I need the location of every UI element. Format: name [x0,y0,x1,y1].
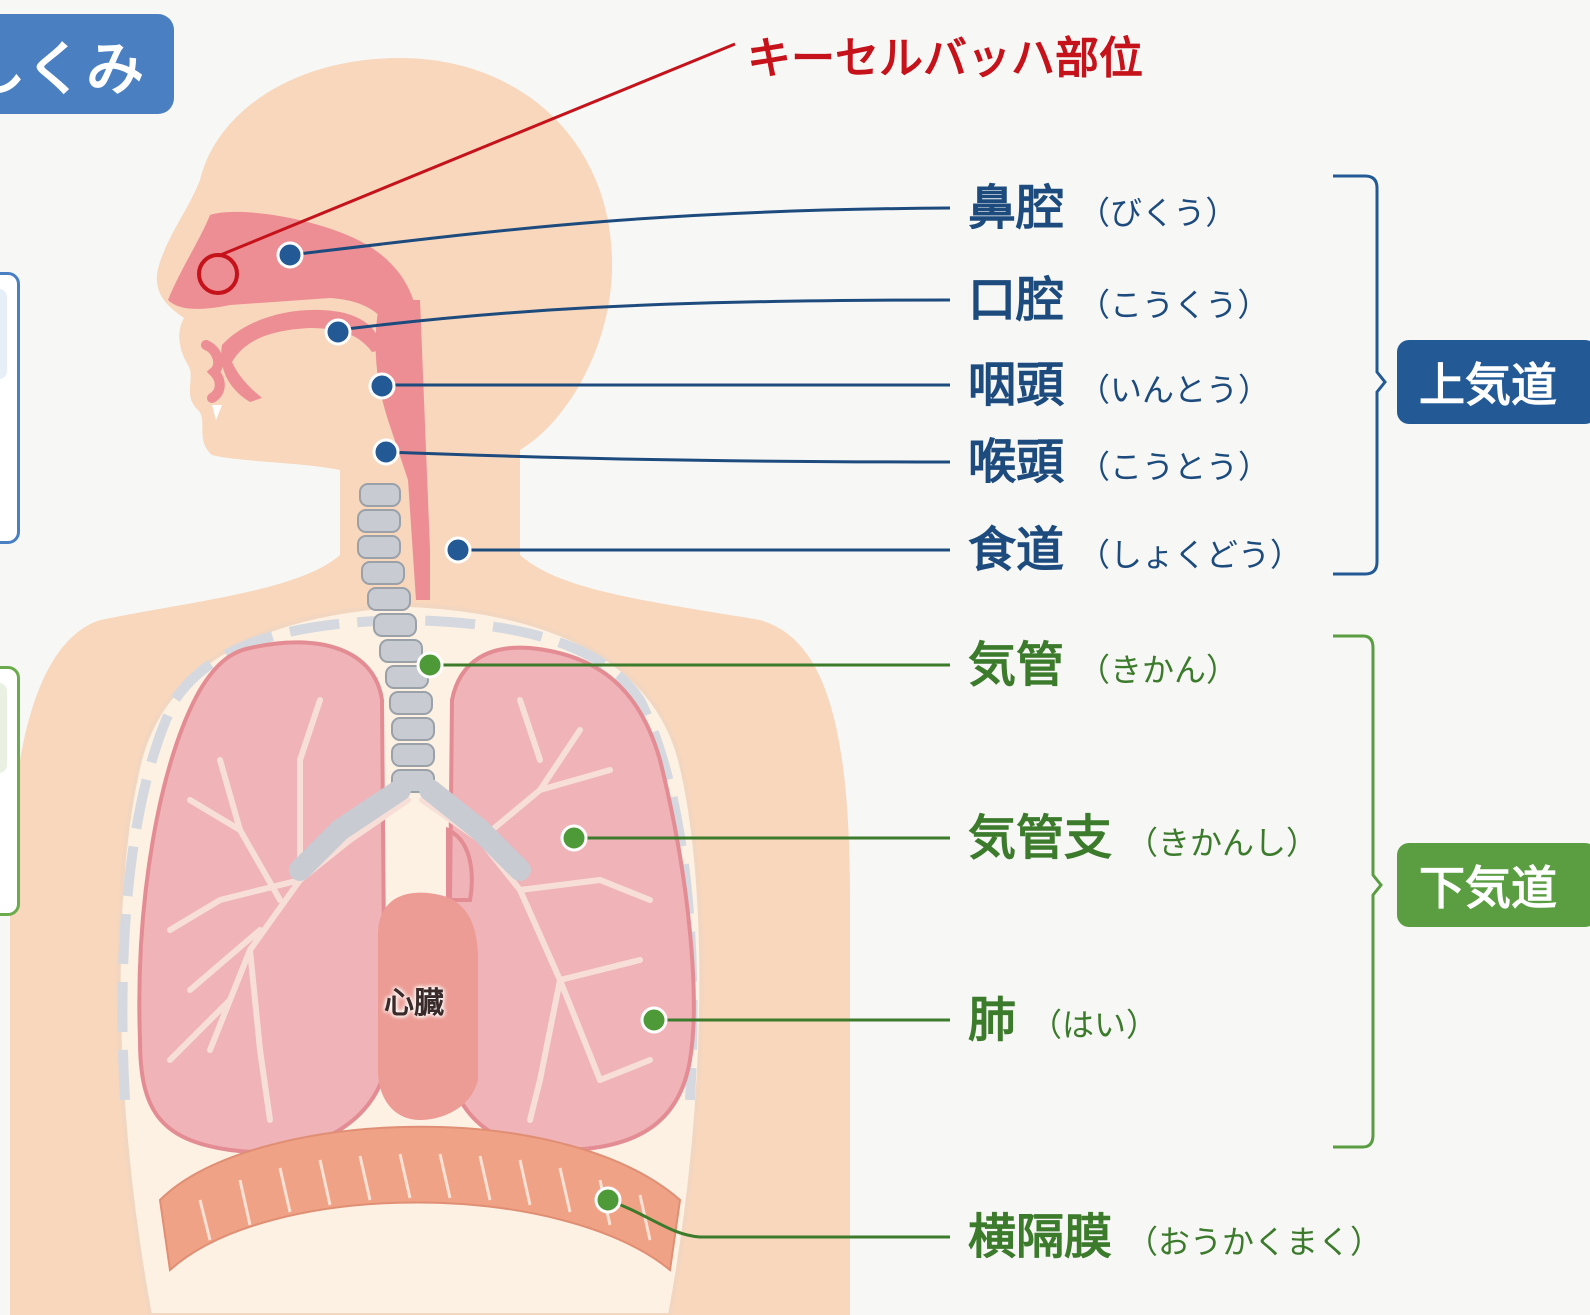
label-kana: （いんとう） [1078,371,1271,409]
label-kana: （しょくどう） [1078,536,1303,574]
label-diaphragm: 横隔膜（おうかくまく） [968,1213,1382,1261]
right-lung [137,640,388,1154]
label-kanji: 咽頭 [968,357,1065,413]
lips [201,340,225,403]
label-larynx: 喉頭（こうとう） [968,438,1270,486]
kiesel-marker-circle [197,253,239,295]
oral-cavity-shape [221,309,382,402]
label-kanji: 食道 [968,522,1065,578]
upper-airway-label: 上気道 [1419,358,1557,412]
side-card-lower-inner [0,683,7,773]
teeth [212,405,222,420]
kiesel-leader-line [217,42,736,258]
label-kana: （こうとう） [1078,448,1271,486]
label-kanji: 喉頭 [968,434,1065,490]
label-trachea: 気管（きかん） [968,641,1238,689]
label-kana: （はい） [1030,1006,1159,1044]
label-kanji: 鼻腔 [968,180,1065,236]
diaphragm-shape [158,1125,682,1272]
leader-lines-lower [430,663,950,1239]
side-card-lower [0,666,20,916]
upper-airway-bracket [1333,174,1387,576]
main-bronchi [289,779,531,881]
label-kana: （きかん） [1078,651,1239,689]
lower-airway-label: 下気道 [1419,861,1557,915]
pointer-dots-upper [276,241,472,564]
label-kana: （おうかくまく） [1126,1223,1383,1261]
label-kanji: 気管 [968,637,1065,693]
label-kana: （きかんし） [1126,824,1319,862]
lower-airway-bracket [1333,634,1383,1149]
lower-airway-badge: 下気道 [1397,843,1590,927]
label-kanji: 横隔膜 [968,1209,1113,1265]
page-title: しくみ [0,35,144,103]
label-kana: （びくう） [1078,194,1238,232]
leader-lines-upper [289,206,951,552]
page-title-tab: しくみ [0,14,174,114]
label-kanji: 肺 [968,992,1017,1048]
label-kana: （こうくう） [1078,286,1270,324]
label-nasal-cavity: 鼻腔（びくう） [968,184,1237,232]
label-bronchi: 気管支（きかんし） [968,814,1318,862]
upper-airway-badge: 上気道 [1397,340,1590,424]
heart-label: 心臓 [384,986,444,1021]
label-lungs: 肺（はい） [968,996,1158,1044]
label-kanji: 気管支 [968,810,1113,866]
side-card-upper [0,272,20,544]
kiesselbach-label: キーセルバッハ部位 [747,33,1143,84]
label-oral-cavity: 口腔（こうくう） [968,276,1269,324]
label-pharynx: 咽頭（いんとう） [968,361,1270,409]
left-lung [446,645,696,1153]
label-esophagus: 食道（しょくどう） [968,526,1302,574]
heart-shape [378,892,478,1120]
label-kanji: 口腔 [968,272,1065,328]
side-card-upper-inner [0,289,7,379]
nasal-cavity-shape [168,211,418,330]
pointer-dots-lower [416,651,668,1214]
